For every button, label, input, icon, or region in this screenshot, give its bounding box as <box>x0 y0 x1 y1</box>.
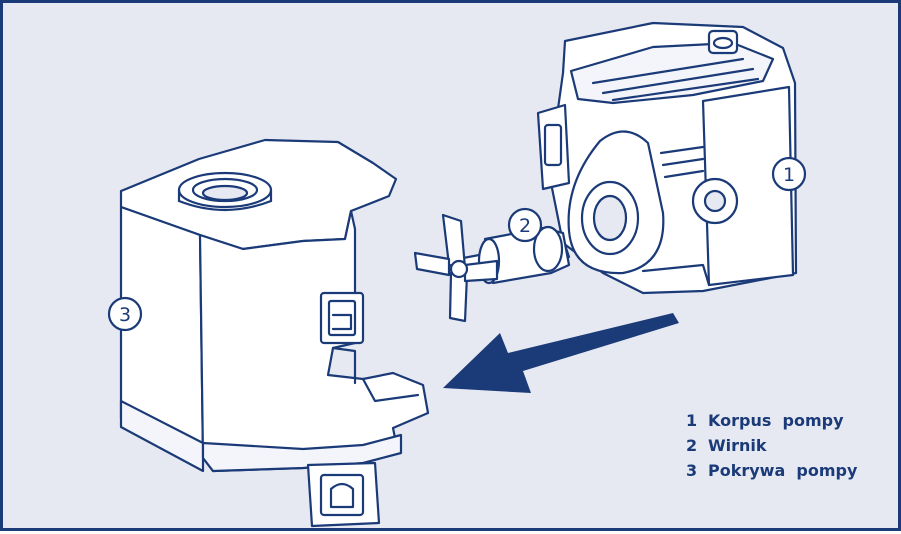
legend-item: 1 Korpus pompy <box>686 408 857 433</box>
pump-body-drawing <box>536 21 798 295</box>
callout-circle-2 <box>507 207 543 243</box>
exploded-pump-illustration: 1 2 3 <box>107 21 807 528</box>
callout-circle-1 <box>771 156 807 192</box>
legend-label: Wirnik <box>708 436 767 455</box>
impeller-drawing <box>413 213 571 323</box>
callout-number-3: 3 <box>119 304 131 326</box>
legend-item: 2 Wirnik <box>686 433 857 458</box>
callout-circle-3 <box>107 296 143 332</box>
legend-label: Pokrywa pompy <box>708 461 858 480</box>
legend-item: 3 Pokrywa pompy <box>686 458 857 483</box>
legend-number: 2 <box>686 436 698 455</box>
legend-number: 1 <box>686 411 698 430</box>
legend-number: 3 <box>686 461 698 480</box>
parts-legend: 1 Korpus pompy 2 Wirnik 3 Pokrywa pompy <box>686 408 857 483</box>
callout-number-2: 2 <box>519 215 531 237</box>
callout-number-1: 1 <box>783 164 795 186</box>
assembly-direction-arrow <box>443 313 679 393</box>
legend-label: Korpus pompy <box>708 411 844 430</box>
pump-cover-drawing <box>119 138 430 528</box>
